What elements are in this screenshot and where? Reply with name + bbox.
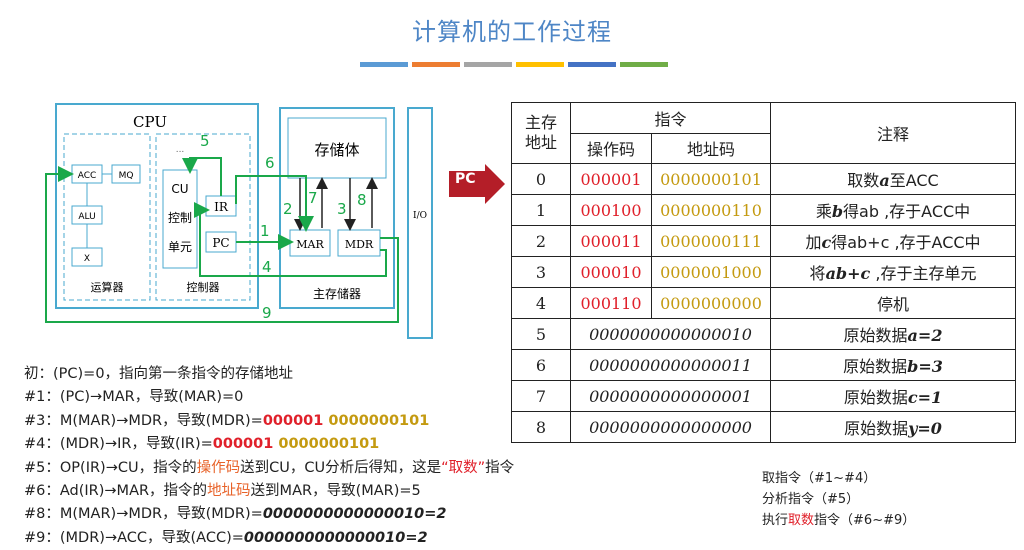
row-data: 0000000000000001 xyxy=(570,380,771,412)
step-5: #5：OP(IR)→CU，指令的操作码送到CU，CU分析后得知，这是“取数”指令 xyxy=(24,459,515,476)
step-8-label: 8 xyxy=(357,191,367,209)
row-note: 原始数据y=0 xyxy=(770,411,1016,443)
row-note: 加c得ab+c ,存于ACC中 xyxy=(770,225,1016,257)
cpu-label: CPU xyxy=(133,113,167,131)
row-data: 0000000000000011 xyxy=(570,349,771,381)
step-6: #6：Ad(IR)→MAR，指令的地址码送到MAR，导致(MAR)=5 xyxy=(24,482,421,499)
title-color-stripes xyxy=(360,62,668,67)
row-address: 7 xyxy=(511,380,571,412)
alu-section-label: 运算器 xyxy=(91,280,124,294)
legend-decode: 分析指令（#5） xyxy=(762,492,860,507)
page-title: 计算机的工作过程 xyxy=(412,18,612,46)
cu-sub1: 控制 xyxy=(168,211,192,225)
stripe xyxy=(412,62,460,67)
stripe xyxy=(360,62,408,67)
ir-register: IR xyxy=(214,200,229,214)
cu-sub2: 单元 xyxy=(168,240,192,254)
row-opcode: 000001 xyxy=(570,163,652,195)
header-note: 注释 xyxy=(770,102,1016,164)
row-note: 原始数据a=2 xyxy=(770,318,1016,350)
step-5-label: 5 xyxy=(200,132,210,150)
table-row: 7 0000000000000001 原始数据c=1 xyxy=(511,380,1016,412)
row-address: 4 xyxy=(511,287,571,319)
table-row: 3 000010 0000001000 将ab+c ,存于主存单元 xyxy=(511,256,1016,288)
pc-register: PC xyxy=(212,236,229,250)
controller-label: 控制器 xyxy=(187,280,220,294)
row-address: 5 xyxy=(511,318,571,350)
io-label: I/O xyxy=(413,211,427,221)
row-note: 取数a至ACC xyxy=(770,163,1016,195)
acc-register: ACC xyxy=(78,171,97,181)
row-opcode: 000110 xyxy=(570,287,652,319)
row-address: 1 xyxy=(511,194,571,226)
table-row: 8 0000000000000000 原始数据y=0 xyxy=(511,411,1016,443)
header-opcode: 操作码 xyxy=(570,132,652,164)
row-addrcode: 0000000101 xyxy=(651,163,771,195)
row-address: 2 xyxy=(511,225,571,257)
stripe xyxy=(620,62,668,67)
row-addrcode: 0000001000 xyxy=(651,256,771,288)
row-addrcode: 0000000000 xyxy=(651,287,771,319)
main-memory-label: 主存储器 xyxy=(313,286,361,301)
header-instruction: 指令 xyxy=(570,102,771,134)
step-4: #4：(MDR)→IR，导致(IR)=000001 0000000101 xyxy=(24,436,380,453)
row-addrcode: 0000000111 xyxy=(651,225,771,257)
table-row: 4 000110 0000000000 停机 xyxy=(511,287,1016,319)
row-address: 3 xyxy=(511,256,571,288)
row-address: 0 xyxy=(511,163,571,195)
step-9: #9：(MDR)→ACC，导致(ACC)=0000000000000010=2 xyxy=(24,529,428,546)
stripe xyxy=(516,62,564,67)
x-register: X xyxy=(84,254,90,264)
row-address: 8 xyxy=(511,411,571,443)
row-opcode: 000100 xyxy=(570,194,652,226)
step-3-label: 3 xyxy=(337,200,347,218)
pc-pointer-arrow xyxy=(449,164,505,204)
step-1-label: 1 xyxy=(260,222,270,240)
step-8: #8：M(MAR)→MDR，导致(MDR)=0000000000000010=2 xyxy=(24,506,447,523)
header-addrcode: 地址码 xyxy=(651,132,771,164)
storage-body: 存储体 xyxy=(314,141,359,159)
table-row: 5 0000000000000010 原始数据a=2 xyxy=(511,318,1016,350)
row-note: 原始数据b=3 xyxy=(770,349,1016,381)
step-3: #3：M(MAR)→MDR，导致(MDR)=000001 0000000101 xyxy=(24,412,430,429)
row-address: 6 xyxy=(511,349,571,381)
row-opcode: 000010 xyxy=(570,256,652,288)
step-initial: 初：(PC)=0，指向第一条指令的存储地址 xyxy=(24,366,294,382)
program-memory-table: 主存 地址 指令 注释 操作码 地址码 0 000001 0000000101 … xyxy=(511,102,1016,443)
table-row: 1 000100 0000000110 乘b得ab ,存于ACC中 xyxy=(511,194,1016,226)
row-note: 原始数据c=1 xyxy=(770,380,1016,412)
row-data: 0000000000000000 xyxy=(570,411,771,443)
execution-steps: 初：(PC)=0，指向第一条指令的存储地址 #1：(PC)→MAR，导致(MAR… xyxy=(24,363,514,550)
step-9-label: 9 xyxy=(262,304,272,322)
row-addrcode: 0000000110 xyxy=(651,194,771,226)
alu-unit: ALU xyxy=(78,212,95,222)
cu-label: CU xyxy=(171,182,188,196)
stripe xyxy=(464,62,512,67)
step-1: #1：(PC)→MAR，导致(MAR)=0 xyxy=(24,389,244,406)
stripe xyxy=(568,62,616,67)
mar-register: MAR xyxy=(296,238,324,251)
dots-label: ... xyxy=(176,145,185,155)
table-row: 0 000001 0000000101 取数a至ACC xyxy=(511,163,1016,195)
step-6-label: 6 xyxy=(265,154,275,172)
phase-legend: 取指令（#1~#4） 分析指令（#5） 执行取数指令（#6~#9） xyxy=(762,468,915,531)
computer-architecture-diagram: CPU ACC MQ ALU X 运算器 ... CU 控制 单元 IR PC … xyxy=(45,103,433,339)
step-4-label: 4 xyxy=(262,258,272,276)
step-2-label: 2 xyxy=(283,200,293,218)
pc-pointer-label: PC xyxy=(455,171,476,187)
row-note: 乘b得ab ,存于ACC中 xyxy=(770,194,1016,226)
step-7-label: 7 xyxy=(308,189,318,207)
row-opcode: 000011 xyxy=(570,225,652,257)
row-data: 0000000000000010 xyxy=(570,318,771,350)
mdr-register: MDR xyxy=(345,238,374,251)
legend-fetch: 取指令（#1~#4） xyxy=(762,471,877,486)
legend-execute: 执行取数指令（#6~#9） xyxy=(762,513,916,528)
table-row: 2 000011 0000000111 加c得ab+c ,存于ACC中 xyxy=(511,225,1016,257)
row-note: 停机 xyxy=(770,287,1016,319)
table-row: 6 0000000000000011 原始数据b=3 xyxy=(511,349,1016,381)
mq-register: MQ xyxy=(119,171,134,181)
header-address: 主存 地址 xyxy=(511,102,571,164)
row-note: 将ab+c ,存于主存单元 xyxy=(770,256,1016,288)
